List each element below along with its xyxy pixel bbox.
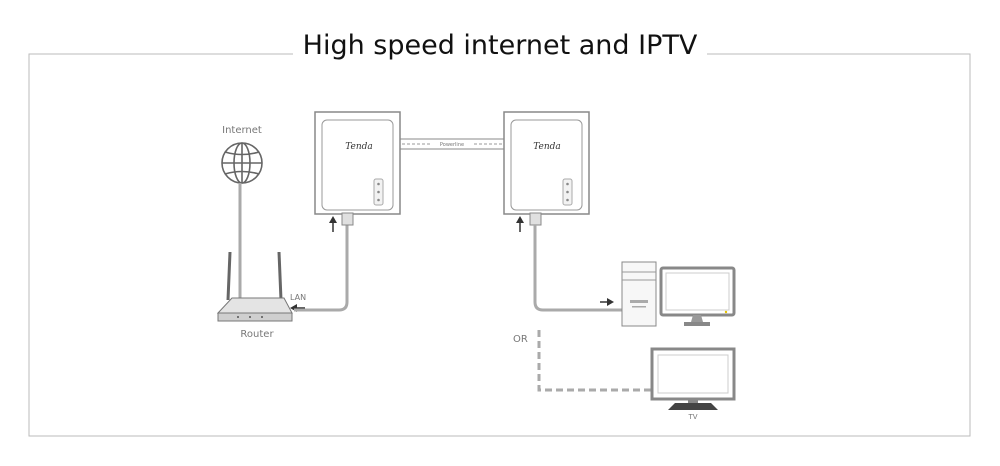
internet-label: Internet	[222, 125, 262, 136]
desktop-tower-icon	[621, 261, 657, 327]
tv-dashed-cable	[537, 330, 652, 392]
powerline-link	[400, 138, 504, 150]
diagram-title: High speed internet and IPTV	[292, 30, 708, 61]
diagram-title-wrap: High speed internet and IPTV	[0, 30, 1000, 61]
brand-label-right: Tenda	[533, 142, 561, 152]
internet-globe-icon	[221, 142, 263, 184]
pc-arrow-icon	[600, 298, 614, 306]
diagram-border	[28, 53, 971, 437]
tv-label: TV	[687, 413, 697, 421]
or-label: OR	[513, 334, 528, 345]
pc-cable	[533, 225, 622, 312]
up-arrow-icon-right	[516, 216, 524, 232]
lan-cable	[294, 225, 349, 312]
router-icon	[216, 251, 293, 322]
powerline-adapter-right	[503, 111, 590, 226]
monitor-icon	[659, 266, 736, 326]
up-arrow-icon-left	[329, 216, 337, 232]
brand-label-left: Tenda	[345, 142, 373, 152]
powerline-adapter-left	[314, 111, 401, 226]
powerline-label: Powerline	[440, 142, 464, 148]
lan-label: LAN	[290, 293, 306, 302]
router-label: Router	[240, 329, 274, 340]
tv-icon	[650, 347, 736, 410]
